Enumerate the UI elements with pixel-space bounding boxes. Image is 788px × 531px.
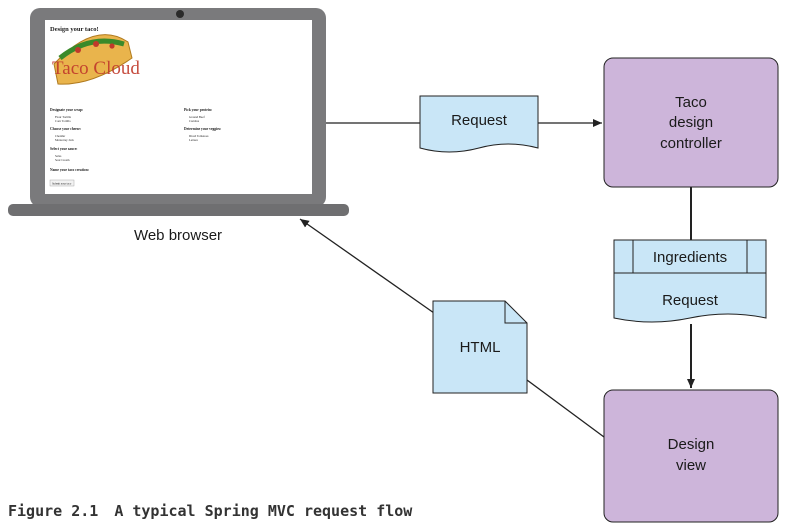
web-page: Design your taco! Taco Cloud Designate y… [49, 26, 221, 187]
model-ingredients-label: Ingredients [653, 249, 727, 266]
section-title: Designate your wrap: [50, 108, 83, 112]
section-title: Select your sauce: [50, 147, 77, 151]
section-item: Flour Tortilla [55, 115, 72, 119]
request-document-label: Request [451, 112, 508, 129]
taco-design-controller: Taco design controller [603, 57, 779, 188]
view-to-html-line [526, 379, 605, 438]
section-wrap: Designate your wrap: Flour Tortilla Corn… [50, 108, 83, 123]
laptop-base [8, 204, 349, 216]
section-protein: Pick your protein: Ground Beef Carnitas [184, 108, 212, 123]
section-title: Determine your veggies: [184, 127, 221, 131]
figure-number: Figure 2.1 [8, 502, 99, 520]
view-label-line: Design [668, 436, 715, 453]
webcam-icon [176, 10, 184, 18]
request-document: Request [419, 95, 539, 153]
section-item: Lettuce [189, 138, 199, 142]
controller-label-line: controller [660, 135, 722, 152]
model-request-document: Ingredients Request [613, 239, 767, 323]
controller-label-line: design [669, 114, 713, 131]
view-label-line: view [676, 457, 706, 474]
section-item: Corn Tortilla [55, 119, 71, 123]
figure-caption-text: A typical Spring MVC request flow [114, 502, 413, 520]
section-cheese: Choose your cheese: Cheddar Monterrey Ja… [50, 127, 81, 142]
section-title: Choose your cheese: [50, 127, 81, 131]
html-to-browser-arrow [299, 218, 435, 314]
web-browser-label: Web browser [134, 227, 222, 244]
laptop: Design your taco! Taco Cloud Designate y… [8, 8, 349, 216]
section-title: Pick your protein: [184, 108, 212, 112]
section-item: Ground Beef [189, 115, 205, 119]
html-document-label: HTML [460, 339, 501, 356]
figure-caption: Figure 2.1 A typical Spring MVC request f… [8, 502, 412, 520]
section-item: Diced Tomatoes [189, 134, 209, 138]
logo-text: Taco Cloud [52, 58, 140, 79]
section-item: Salsa [55, 154, 62, 158]
html-document: HTML [432, 300, 528, 394]
section-item: Cheddar [55, 134, 65, 138]
section-veggies: Determine your veggies: Diced Tomatoes L… [184, 127, 221, 142]
model-request-label: Request [662, 292, 719, 309]
controller-label-line: Taco [675, 94, 707, 111]
section-item: Monterrey Jack [55, 138, 74, 142]
section-item: Sour Cream [55, 158, 70, 162]
submit-button[interactable] [49, 179, 75, 187]
name-prompt: Name your taco creation: [50, 168, 89, 172]
section-item: Carnitas [189, 119, 200, 123]
section-sauce: Select your sauce: Salsa Sour Cream [50, 147, 77, 162]
page-heading: Design your taco! [50, 26, 99, 33]
taco-logo: Taco Cloud [52, 34, 140, 85]
design-view: Design view [603, 389, 779, 523]
submit-label: Submit your taco [52, 183, 72, 186]
